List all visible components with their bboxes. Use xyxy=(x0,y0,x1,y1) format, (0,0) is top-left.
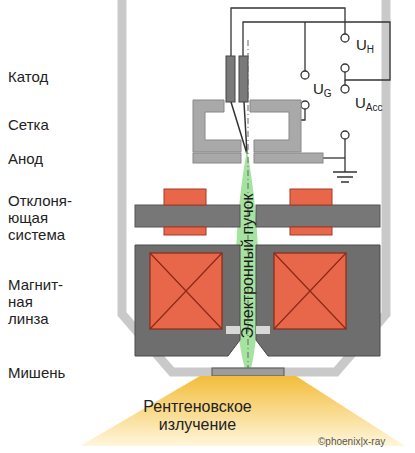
magnetic-lens-yoke xyxy=(135,245,240,356)
cathode-pin xyxy=(226,56,235,102)
voltage-label: UH xyxy=(356,36,374,53)
radiation-label: Рентгеновское излучение xyxy=(123,376,273,434)
copyright-note: ©phoenix|x-ray xyxy=(318,436,385,448)
beam-label: Электронный пучок xyxy=(239,194,257,339)
deflection-yoke xyxy=(256,205,380,227)
part-label: Магнит-ная линза xyxy=(8,276,70,327)
lens-gap xyxy=(226,326,240,334)
deflection-coil xyxy=(290,227,332,235)
terminals xyxy=(301,34,349,139)
deflection-yoke xyxy=(135,205,240,227)
anode xyxy=(193,153,241,163)
part-label: Сетка xyxy=(8,116,49,133)
tube-housing xyxy=(122,0,386,372)
target xyxy=(212,368,284,376)
lens-gap xyxy=(256,326,270,334)
deflection-coil xyxy=(164,227,206,235)
part-label: Катод xyxy=(8,68,48,85)
cathode-pin xyxy=(239,56,248,102)
grid-electrode xyxy=(250,100,301,152)
anode xyxy=(254,153,323,163)
electron-beam-region: Электронный пучок xyxy=(236,160,260,372)
deflection-coil xyxy=(290,189,332,205)
deflection-coil xyxy=(164,189,206,205)
grid-electrode xyxy=(193,100,241,152)
x-ray-cone: Рентгеновское излучение xyxy=(0,376,415,446)
wires xyxy=(231,8,390,182)
part-label: Мишень xyxy=(8,364,65,381)
voltage-label: UG xyxy=(313,80,332,97)
voltage-label: UAcc xyxy=(355,94,383,111)
part-label: Анод xyxy=(8,150,43,167)
part-label: Отклоня-ющая система xyxy=(8,192,82,243)
magnetic-lens-yoke xyxy=(256,245,380,356)
